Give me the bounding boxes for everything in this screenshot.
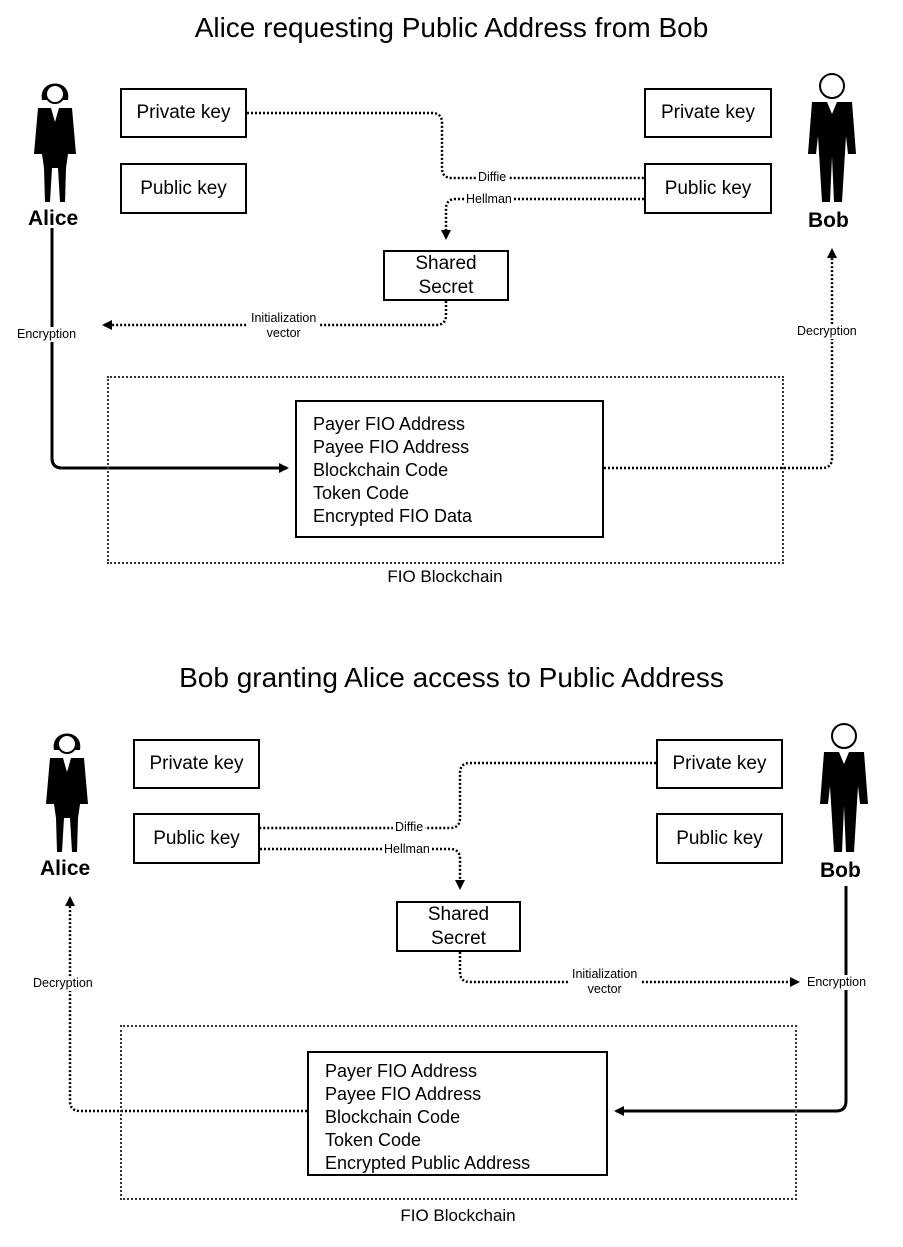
bob-person-icon <box>808 73 856 202</box>
hellman-label-2: Hellman <box>382 842 432 857</box>
alice-label-2: Alice <box>40 857 91 880</box>
fio-blockchain-region-2 <box>120 1025 797 1200</box>
decryption-label-2: Decryption <box>32 976 94 991</box>
hellman-label-1: Hellman <box>464 192 514 207</box>
alice-public-key-box-1: Public key <box>120 163 247 214</box>
data-field: Encrypted FIO Data <box>313 506 473 526</box>
diagram2-title: Bob granting Alice access to Public Addr… <box>179 662 724 693</box>
fio-blockchain-label-2: FIO Blockchain <box>400 1206 516 1225</box>
initialization-vector-label-1: Initialization vector <box>248 311 320 341</box>
alice-label-1: Alice <box>28 207 79 230</box>
data-field: Blockchain Code <box>325 1107 461 1127</box>
bob-label-1: Bob <box>808 209 849 232</box>
fio-data-box-1: Payer FIO Address Payee FIO Address Bloc… <box>295 400 604 538</box>
shared-secret-box-2: Shared Secret <box>396 901 521 952</box>
bob-private-key-to-diffie-line <box>260 761 656 830</box>
alice-public-key-box-2: Public key <box>133 813 260 864</box>
shared-secret-line-1: Shared <box>415 252 477 274</box>
alice-encryption-to-data-line-1 <box>50 228 289 473</box>
alice-private-key-to-diffie-line <box>247 111 644 180</box>
data-field: Token Code <box>313 483 410 503</box>
diagram1-title: Alice requesting Public Address from Bob <box>194 12 709 43</box>
fio-blockchain-region-1 <box>107 376 784 564</box>
alice-person-icon <box>46 733 88 852</box>
bob-public-key-hellman-line <box>441 197 644 240</box>
data-field: Blockchain Code <box>313 460 449 480</box>
bob-private-key-box-1: Private key <box>644 88 772 138</box>
shared-secret-line-2: Secret <box>431 927 486 949</box>
bob-label-2: Bob <box>820 859 861 882</box>
bob-public-key-box-1: Public key <box>644 163 772 214</box>
bob-private-key-box-2: Private key <box>656 739 783 789</box>
alice-private-key-box-2: Private key <box>133 739 260 789</box>
shared-secret-line-1: Shared <box>427 903 490 925</box>
data-field: Payer FIO Address <box>313 414 466 434</box>
encryption-label-1: Encryption <box>16 327 78 342</box>
diffie-label-2: Diffie <box>393 820 426 835</box>
bob-person-icon <box>820 723 868 852</box>
fio-data-box-2: Payer FIO Address Payee FIO Address Bloc… <box>307 1051 608 1176</box>
decryption-label-1: Decryption <box>796 324 858 339</box>
shared-secret-to-encryption-line-2 <box>458 952 800 987</box>
bob-encryption-to-data-line-2 <box>614 886 848 1116</box>
data-field: Payee FIO Address <box>325 1084 482 1104</box>
data-field: Encrypted Public Address <box>325 1153 531 1173</box>
initialization-vector-label-2: Initialization vector <box>569 967 641 997</box>
encryption-label-2: Encryption <box>806 975 868 990</box>
shared-secret-line-2: Secret <box>418 276 474 298</box>
data-field: Token Code <box>325 1130 422 1150</box>
alice-person-icon <box>34 83 76 202</box>
data-field: Payee FIO Address <box>313 437 470 457</box>
alice-private-key-box-1: Private key <box>120 88 247 138</box>
bob-public-key-box-2: Public key <box>656 813 783 864</box>
shared-secret-box-1: Shared Secret <box>383 250 509 301</box>
diffie-label-1: Diffie <box>476 170 509 185</box>
fio-blockchain-label-1: FIO Blockchain <box>387 567 503 586</box>
data-field: Payer FIO Address <box>325 1061 478 1081</box>
